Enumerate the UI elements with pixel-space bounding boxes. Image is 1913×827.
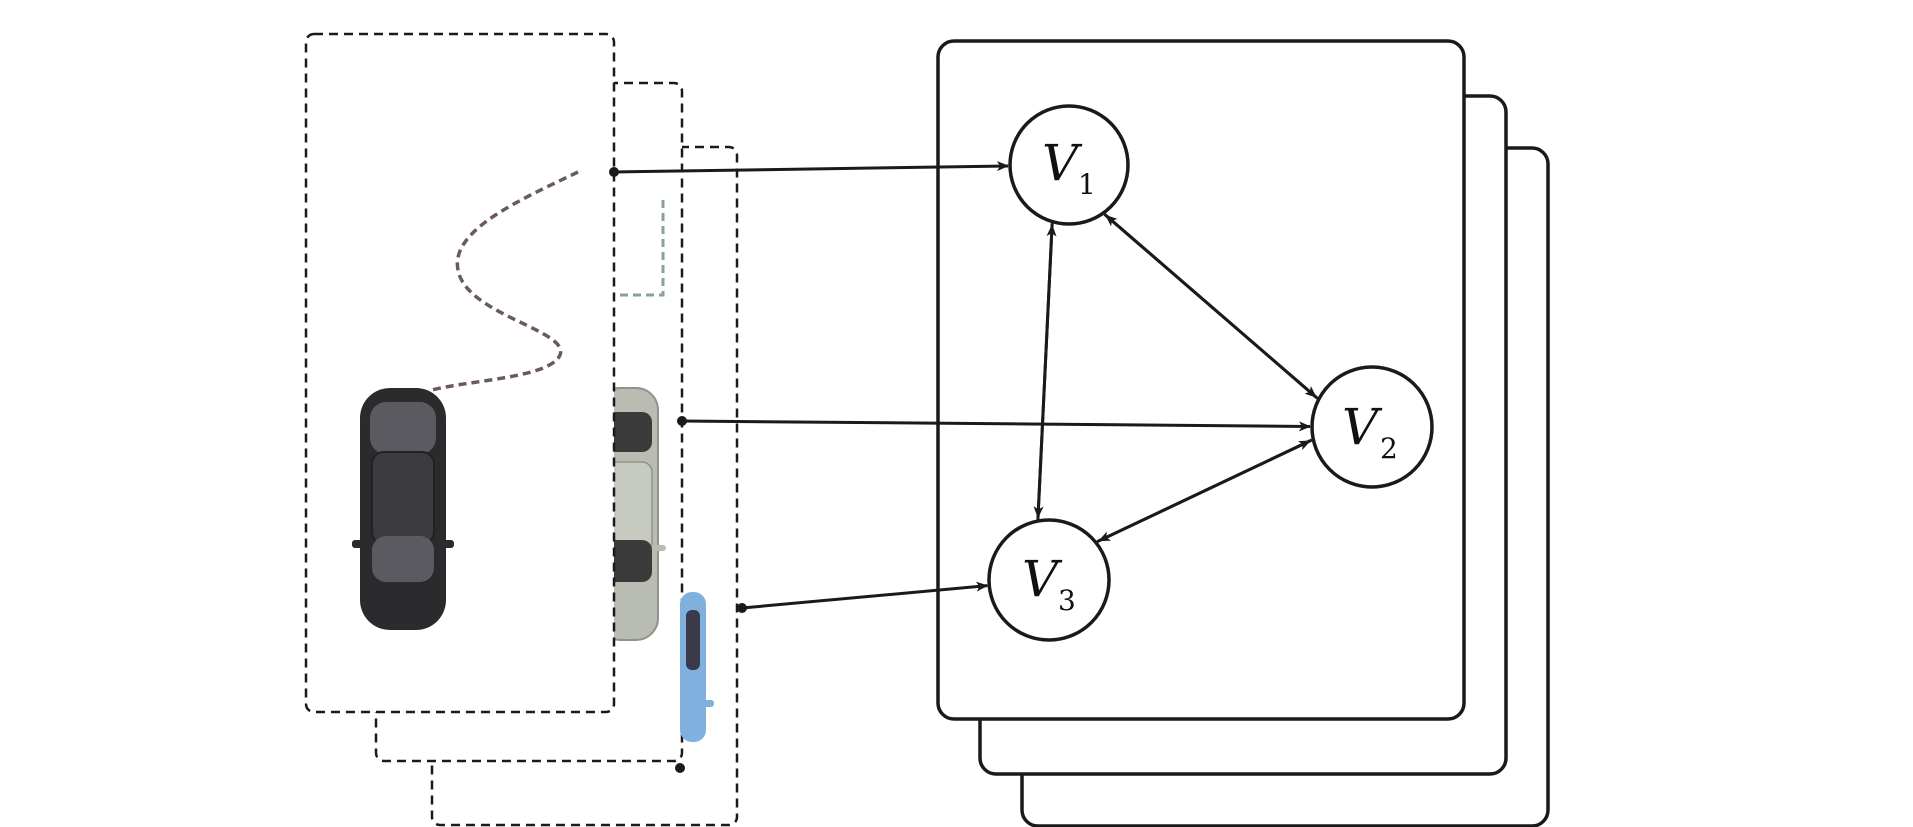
node-v3: V 3 [987,518,1111,642]
edge-v3-to-v1 [1036,224,1057,520]
graph-nodes: V 1 V 2 V 3 [987,104,1434,642]
node-v3-letter: V [1022,550,1063,608]
graph-edges [1033,213,1319,544]
scene-frames [304,32,739,827]
frame-to-node-mappings [609,161,1312,773]
mapping-source-dot-frame-2 [677,416,687,426]
edge-v3-to-v2 [1096,439,1311,544]
node-v1-letter: V [1042,134,1083,192]
node-v2-letter: V [1342,398,1383,456]
node-v2: V 2 [1310,365,1434,489]
scene-frame-1 [304,32,616,714]
node-v2-subscript: 2 [1380,432,1398,465]
mapping-arrow-frame-1-to-v1 [613,161,1010,174]
car-top-view-blue-icon [680,592,714,742]
mapping-source-dot-frame-3 [737,603,747,613]
frame-corner-dot [675,763,685,773]
node-v1: V 1 [1008,104,1130,226]
node-v1-subscript: 1 [1078,168,1096,201]
node-v3-subscript: 3 [1058,584,1076,617]
mapping-arrow-frame-2-to-v2 [681,419,1312,432]
mapping-arrow-frame-3-to-v3 [741,581,989,610]
mapping-source-dot-frame-1 [609,167,619,177]
edge-v2-to-v1 [1105,214,1319,400]
car-top-view-dark-icon [352,388,454,630]
trajectory-main [431,170,579,392]
trajectory-secondary [617,200,665,297]
